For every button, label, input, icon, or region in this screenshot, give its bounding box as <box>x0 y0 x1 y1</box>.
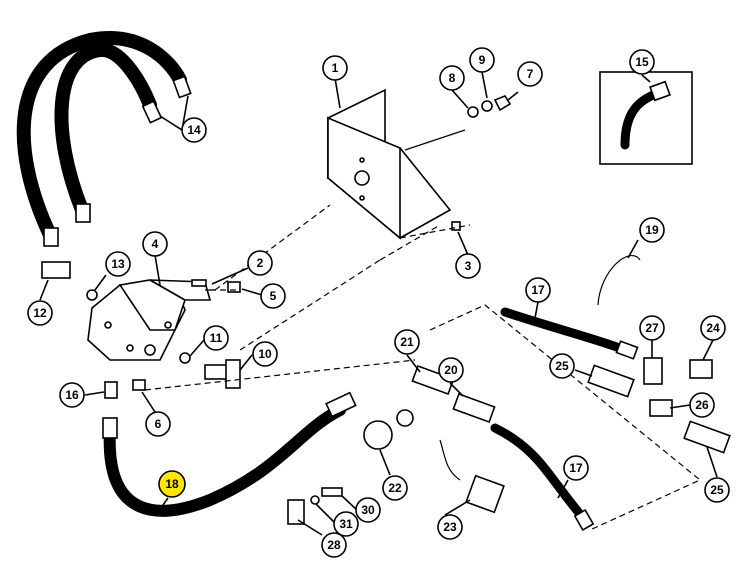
svg-text:30: 30 <box>361 503 375 517</box>
callout-22[interactable]: 22 <box>382 475 408 501</box>
callout-13[interactable]: 13 <box>105 251 131 277</box>
small-hardware <box>41 95 512 399</box>
callout-14[interactable]: 14 <box>181 117 207 143</box>
svg-text:26: 26 <box>695 398 709 412</box>
callout-28[interactable]: 28 <box>321 532 347 558</box>
svg-text:16: 16 <box>65 388 79 402</box>
callout-3[interactable]: 3 <box>455 253 481 279</box>
svg-text:24: 24 <box>706 321 720 335</box>
svg-text:7: 7 <box>527 67 534 81</box>
dashed-routing-lines <box>144 204 702 531</box>
clamp-19 <box>597 254 641 306</box>
bracket-hardware <box>287 487 343 525</box>
svg-text:20: 20 <box>444 363 458 377</box>
callout-16[interactable]: 16 <box>59 382 85 408</box>
callout-7[interactable]: 7 <box>517 61 543 87</box>
svg-text:6: 6 <box>155 417 162 431</box>
callout-21[interactable]: 21 <box>394 329 420 355</box>
svg-text:27: 27 <box>645 321 659 335</box>
svg-text:10: 10 <box>258 347 272 361</box>
svg-text:12: 12 <box>33 306 47 320</box>
callout-9[interactable]: 9 <box>469 47 495 73</box>
callout-18-highlighted[interactable]: 18 <box>158 470 186 498</box>
svg-text:31: 31 <box>339 517 353 531</box>
callout-1[interactable]: 1 <box>322 55 348 81</box>
svg-text:18: 18 <box>165 477 179 491</box>
callout-25-upper[interactable]: 25 <box>549 353 575 379</box>
svg-text:23: 23 <box>443 520 457 534</box>
svg-text:11: 11 <box>210 331 223 345</box>
svg-text:2: 2 <box>257 256 264 270</box>
callout-31[interactable]: 31 <box>333 511 359 537</box>
svg-text:17: 17 <box>531 283 545 297</box>
svg-text:19: 19 <box>645 223 659 237</box>
svg-text:14: 14 <box>187 123 201 137</box>
callout-27[interactable]: 27 <box>639 315 665 341</box>
callout-4[interactable]: 4 <box>142 231 168 257</box>
callout-24[interactable]: 24 <box>700 315 726 341</box>
hose-18 <box>102 391 357 517</box>
couplers-and-caps <box>363 364 505 514</box>
svg-text:25: 25 <box>555 359 569 373</box>
inset-elbow-fitting <box>599 71 693 165</box>
svg-text:25: 25 <box>710 483 724 497</box>
callout-group: 1 2 3 4 5 6 7 8 9 10 11 12 13 14 15 16 1… <box>27 47 730 558</box>
callout-20[interactable]: 20 <box>438 357 464 383</box>
callout-6[interactable]: 6 <box>145 411 171 437</box>
callout-8[interactable]: 8 <box>439 65 465 91</box>
callout-26[interactable]: 26 <box>689 392 715 418</box>
mounting-bracket <box>327 88 466 240</box>
callout-5[interactable]: 5 <box>260 283 286 309</box>
callout-2[interactable]: 2 <box>247 250 273 276</box>
callout-23[interactable]: 23 <box>437 514 463 540</box>
callout-10[interactable]: 10 <box>252 341 278 367</box>
upper-hose-pair <box>16 31 192 247</box>
svg-text:13: 13 <box>111 257 125 271</box>
callout-19[interactable]: 19 <box>639 217 665 243</box>
svg-text:22: 22 <box>388 481 402 495</box>
hose-17-upper <box>500 307 639 360</box>
hose-17-lower <box>490 423 595 532</box>
svg-text:5: 5 <box>270 289 277 303</box>
callout-17-lower[interactable]: 17 <box>563 455 589 481</box>
svg-text:3: 3 <box>465 259 472 273</box>
svg-text:4: 4 <box>152 237 159 251</box>
svg-text:28: 28 <box>327 538 341 552</box>
callout-30[interactable]: 30 <box>355 497 381 523</box>
sleeves-and-fittings <box>587 357 731 454</box>
svg-text:1: 1 <box>332 61 339 75</box>
callout-25-lower[interactable]: 25 <box>704 477 730 503</box>
callout-15[interactable]: 15 <box>629 49 655 75</box>
svg-text:21: 21 <box>400 335 414 349</box>
svg-text:8: 8 <box>449 71 456 85</box>
svg-text:17: 17 <box>569 461 583 475</box>
callout-17-upper[interactable]: 17 <box>525 277 551 303</box>
svg-text:15: 15 <box>635 55 649 69</box>
callout-12[interactable]: 12 <box>27 300 53 326</box>
svg-text:9: 9 <box>479 53 486 67</box>
callout-11[interactable]: 11 <box>203 325 229 351</box>
